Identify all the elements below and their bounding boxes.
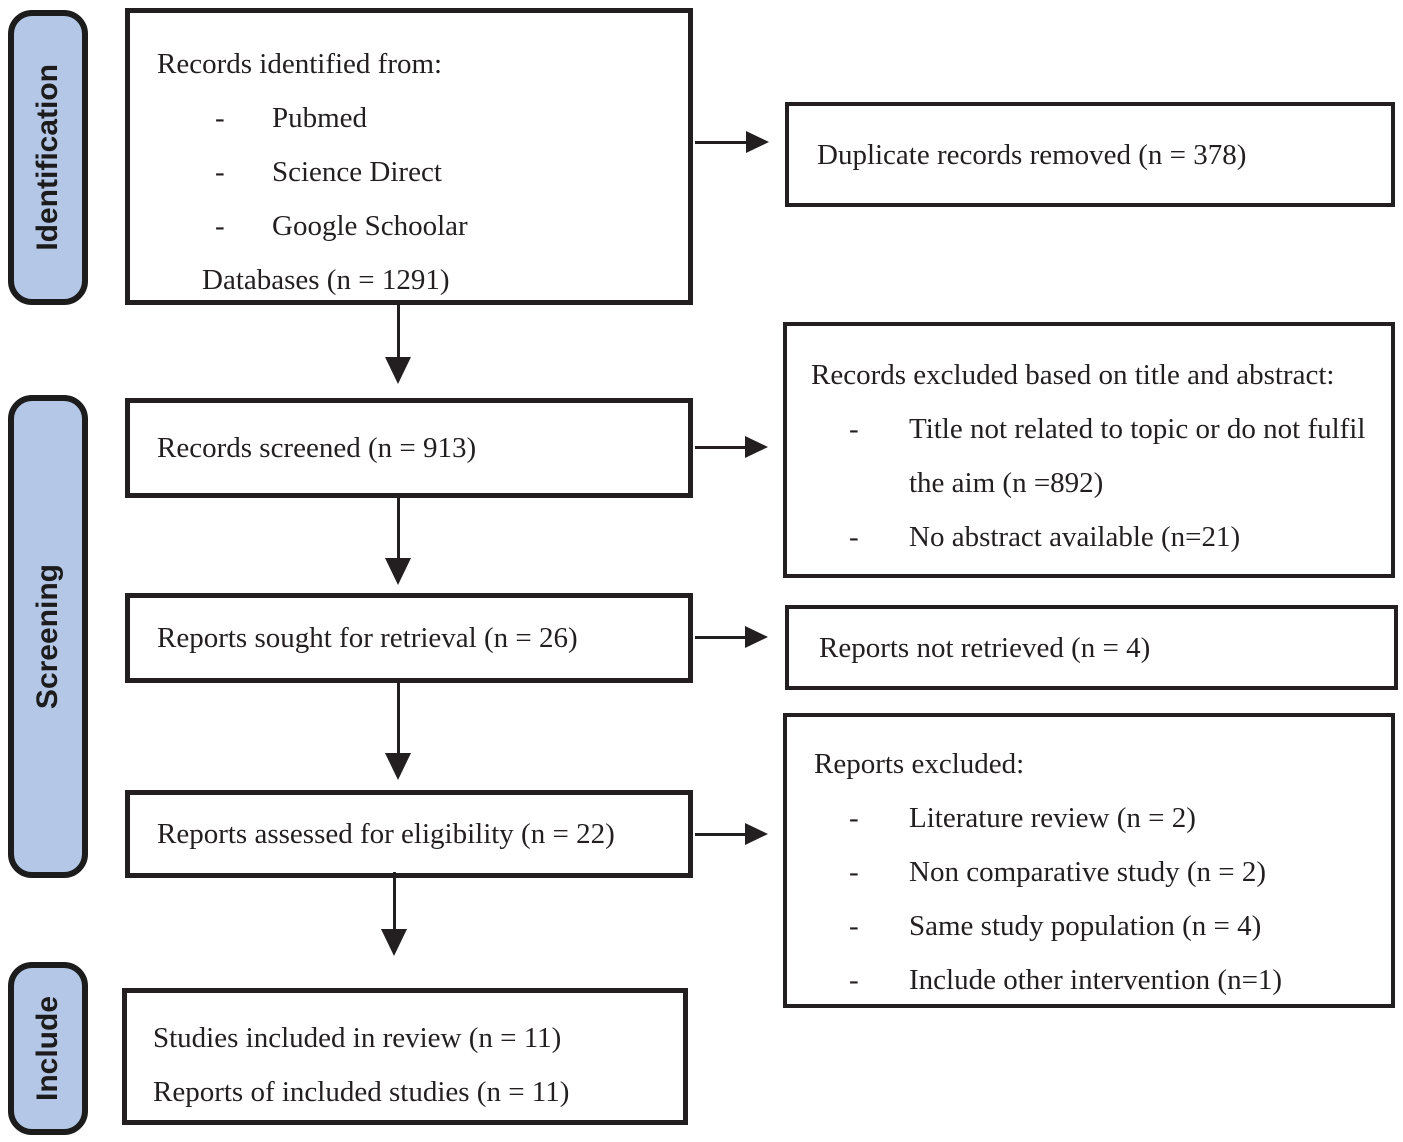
reports-not-retrieved-text: Reports not retrieved (n = 4) (819, 631, 1151, 664)
source-pubmed: Pubmed (272, 102, 368, 134)
excluded-reason-non-comparative: Non comparative study (n = 2) (909, 856, 1267, 888)
excluded-reason-no-abstract: No abstract available (n=21) (909, 521, 1241, 553)
records-identified-title: Records identified from: (157, 48, 443, 80)
excluded-reason-literature-review: Literature review (n = 2) (909, 802, 1196, 834)
arrow-head-icon (745, 626, 768, 648)
list-item: - Title not related to topic or do not f… (811, 402, 1373, 510)
arrow-stem (695, 446, 746, 449)
dash-bullet: - (215, 102, 225, 134)
list-item: - Non comparative study (n = 2) (814, 845, 1373, 899)
box-reports-excluded: Reports excluded: - Literature review (n… (783, 713, 1395, 1008)
box-reports-sought: Reports sought for retrieval (n = 26) (125, 593, 693, 683)
list-item: - Pubmed (157, 91, 678, 145)
box-studies-included: Studies included in review (n = 11) Repo… (122, 988, 688, 1125)
arrow-head-icon (745, 823, 768, 845)
list-item: - Literature review (n = 2) (814, 791, 1373, 845)
box-records-screened: Records screened (n = 913) (125, 398, 693, 498)
records-identified-databases: Databases (n = 1291) (202, 264, 450, 296)
arrow-head-icon (385, 558, 411, 585)
stage-label-identification: Identification (8, 10, 88, 305)
arrow-head-icon (385, 753, 411, 780)
source-google-scholar: Google Schoolar (272, 210, 468, 242)
box-duplicates-removed: Duplicate records removed (n = 378) (785, 102, 1395, 207)
box-records-identified: Records identified from: - Pubmed - Scie… (125, 8, 693, 305)
dash-bullet: - (849, 964, 859, 996)
list-item: - Include other intervention (n=1) (814, 953, 1373, 1007)
studies-included-line2: Reports of included studies (n = 11) (153, 1076, 570, 1108)
stage-label-identification-text: Identification (31, 64, 64, 251)
dash-bullet: - (849, 910, 859, 942)
box-records-excluded: Records excluded based on title and abst… (783, 322, 1395, 578)
arrow-head-icon (385, 357, 411, 384)
arrow-stem (393, 872, 396, 930)
reports-sought-text: Reports sought for retrieval (n = 26) (157, 622, 578, 654)
reports-excluded-title: Reports excluded: (814, 748, 1025, 780)
arrow-stem (695, 636, 746, 639)
dash-bullet: - (849, 802, 859, 834)
arrow-stem (695, 833, 746, 836)
dash-bullet: - (849, 856, 859, 888)
reports-assessed-text: Reports assessed for eligibility (n = 22… (157, 818, 615, 850)
records-screened-text: Records screened (n = 913) (157, 432, 477, 464)
dash-bullet: - (215, 210, 225, 242)
list-item: - Science Direct (157, 145, 678, 199)
excluded-reason-title-not-related: Title not related to topic or do not ful… (909, 413, 1366, 499)
dash-bullet: - (849, 413, 859, 445)
arrow-stem (397, 683, 400, 754)
stage-label-screening-text: Screening (31, 563, 64, 710)
list-item: - Google Schoolar (157, 199, 678, 253)
list-item: - No abstract available (n=21) (811, 510, 1373, 564)
arrow-head-icon (746, 131, 769, 153)
source-science-direct: Science Direct (272, 156, 442, 188)
studies-included-line1: Studies included in review (n = 11) (153, 1022, 562, 1054)
stage-label-include-text: Include (31, 995, 64, 1101)
arrow-head-icon (745, 436, 768, 458)
arrow-head-icon (381, 929, 407, 956)
stage-label-include: Include (8, 962, 88, 1135)
arrow-stem (397, 305, 400, 358)
dash-bullet: - (849, 521, 859, 553)
arrow-stem (397, 498, 400, 559)
duplicates-removed-text: Duplicate records removed (n = 378) (817, 138, 1247, 171)
records-excluded-title: Records excluded based on title and abst… (811, 359, 1335, 391)
dash-bullet: - (215, 156, 225, 188)
box-reports-assessed: Reports assessed for eligibility (n = 22… (125, 790, 693, 878)
arrow-stem (695, 141, 747, 144)
box-reports-not-retrieved: Reports not retrieved (n = 4) (785, 605, 1398, 690)
excluded-reason-other-intervention: Include other intervention (n=1) (909, 964, 1283, 996)
list-item: - Same study population (n = 4) (814, 899, 1373, 953)
stage-label-screening: Screening (8, 395, 88, 878)
excluded-reason-same-population: Same study population (n = 4) (909, 910, 1262, 942)
